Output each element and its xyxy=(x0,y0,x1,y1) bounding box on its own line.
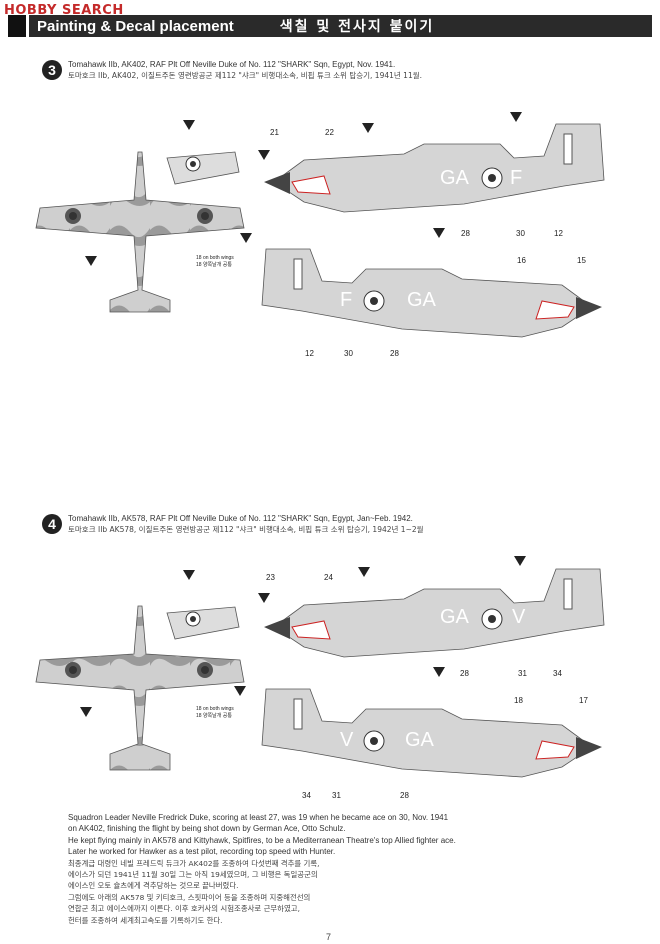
side-view-lower-4 xyxy=(261,688,602,778)
caption-4-ko: 토마호크 IIb AK578, 이질트주돈 영련방공군 제112 "샤크" 비행… xyxy=(68,525,424,534)
watermark-logo: HOBBY SEARCH xyxy=(4,3,124,18)
wing-detail-3 xyxy=(166,151,240,185)
marker-icon xyxy=(183,570,195,580)
story-en-line: Later he worked for Hawker as a test pil… xyxy=(68,847,336,857)
wing-note-4: 18 on both wings 18 양쪽날개 공통 xyxy=(196,706,234,719)
label-3-12: 12 xyxy=(554,229,563,238)
story-ko-line: 그럼에도 아래의 AK578 및 키티호크, 스핏파이어 등을 조종하며 지중해… xyxy=(68,892,311,902)
marker-icon xyxy=(362,123,374,133)
lower-code-4-right: GA xyxy=(405,729,434,751)
top-view-aircraft-3 xyxy=(35,151,245,313)
marker-icon xyxy=(433,667,445,677)
label-3-30: 30 xyxy=(516,229,525,238)
side-view-lower-3 xyxy=(261,248,602,338)
page-number: 7 xyxy=(326,932,332,942)
marker-icon xyxy=(433,228,445,238)
marker-icon xyxy=(240,233,252,243)
label-3-22: 22 xyxy=(325,128,334,137)
story-ko-line: 연합군 최고 에이스에까지 이른다. 이후 호커사의 시험조종사로 근무하였고, xyxy=(68,904,300,914)
story-ko-line: 헌터를 조종하여 세계최고속도를 기록하기도 한다. xyxy=(68,915,223,925)
wing-note-3-ko: 18 양쪽날개 공통 xyxy=(196,262,232,268)
story-en-line: Squadron Leader Neville Fredrick Duke, s… xyxy=(68,813,449,822)
upper-code-4-right: V xyxy=(512,606,526,628)
step-number-3: 3 xyxy=(42,60,62,80)
marker-icon xyxy=(80,707,92,717)
section-header: Painting & Decal placement 색칠 및 전사지 붙이기 xyxy=(8,15,652,37)
story-ko-line: 최종계급 대령인 네빌 프레드릭 듀크가 AK402를 조종하여 다섯번째 격추… xyxy=(68,858,320,868)
side-view-upper-4 xyxy=(264,568,605,658)
wing-note-3: 18 on both wings 18 양쪽날개 공통 xyxy=(196,255,234,268)
header-title-ko: 색칠 및 전사지 붙이기 xyxy=(279,19,435,35)
story-ko-line: 에이스가 되던 1941년 11월 30일 그는 아직 19세였으며, 그 비행… xyxy=(68,870,318,880)
upper-code-4-left: GA xyxy=(440,606,469,628)
label-3-12b: 12 xyxy=(305,349,314,358)
story-en-line: He kept flying mainly in AK578 and Kitty… xyxy=(68,835,456,845)
marker-icon xyxy=(514,556,526,566)
wing-note-3-en: 18 on both wings xyxy=(196,255,234,261)
caption-4: Tomahawk IIb, AK578, RAF Plt Off Neville… xyxy=(68,513,660,535)
lower-code-3-left: F xyxy=(340,289,353,311)
marker-icon xyxy=(234,686,246,696)
marker-icon xyxy=(510,112,522,122)
story-ko-line: 에이스인 오토 슐츠에게 격추당하는 것으로 끝나버렸다. xyxy=(68,881,239,891)
label-3-15: 15 xyxy=(577,256,586,265)
lower-code-3-right: GA xyxy=(407,289,436,311)
marker-icon xyxy=(258,150,270,160)
upper-code-3-left: GA xyxy=(440,167,469,189)
wing-note-4-en: 18 on both wings xyxy=(196,706,234,712)
label-4-23: 23 xyxy=(266,573,275,582)
label-4-28: 28 xyxy=(460,669,469,678)
marker-icon xyxy=(183,120,195,130)
label-4-17: 17 xyxy=(579,696,588,705)
caption-4-en: Tomahawk IIb, AK578, RAF Plt Off Neville… xyxy=(68,514,413,523)
label-3-16: 16 xyxy=(517,256,526,265)
wing-detail-4 xyxy=(166,606,240,640)
label-4-34b: 34 xyxy=(302,791,311,800)
lower-code-4-left: V xyxy=(340,729,354,751)
label-3-21: 21 xyxy=(270,128,279,137)
label-3-30b: 30 xyxy=(344,349,353,358)
header-block-icon xyxy=(8,15,29,37)
label-4-31: 31 xyxy=(518,669,527,678)
upper-code-3-right: F xyxy=(510,167,523,189)
label-4-18: 18 xyxy=(514,696,523,705)
marker-icon xyxy=(258,593,270,603)
pilot-story: Squadron Leader Neville Fredrick Duke, s… xyxy=(68,812,628,926)
step-number-4: 4 xyxy=(42,514,62,534)
marker-icon xyxy=(85,256,97,266)
label-4-24: 24 xyxy=(324,573,333,582)
marker-icon xyxy=(358,567,370,577)
label-4-28b: 28 xyxy=(400,791,409,800)
label-4-34: 34 xyxy=(553,669,562,678)
header-title-en: Painting & Decal placement xyxy=(37,17,234,35)
story-en-line: on AK402, finishing the flight by being … xyxy=(68,824,346,834)
label-3-28b: 28 xyxy=(390,349,399,358)
label-3-28: 28 xyxy=(461,229,470,238)
side-view-upper-3 xyxy=(264,123,605,213)
top-view-aircraft-4 xyxy=(35,605,245,771)
label-4-31b: 31 xyxy=(332,791,341,800)
caption-3-en: Tomahawk IIb, AK402, RAF Plt Off Neville… xyxy=(68,60,396,69)
caption-3: Tomahawk IIb, AK402, RAF Plt Off Neville… xyxy=(68,59,660,81)
wing-note-4-ko: 18 양쪽날개 공통 xyxy=(196,713,232,719)
caption-3-ko: 토마호크 IIb, AK402, 이질트주돈 영련방공군 제112 "샤크" 비… xyxy=(68,71,423,80)
